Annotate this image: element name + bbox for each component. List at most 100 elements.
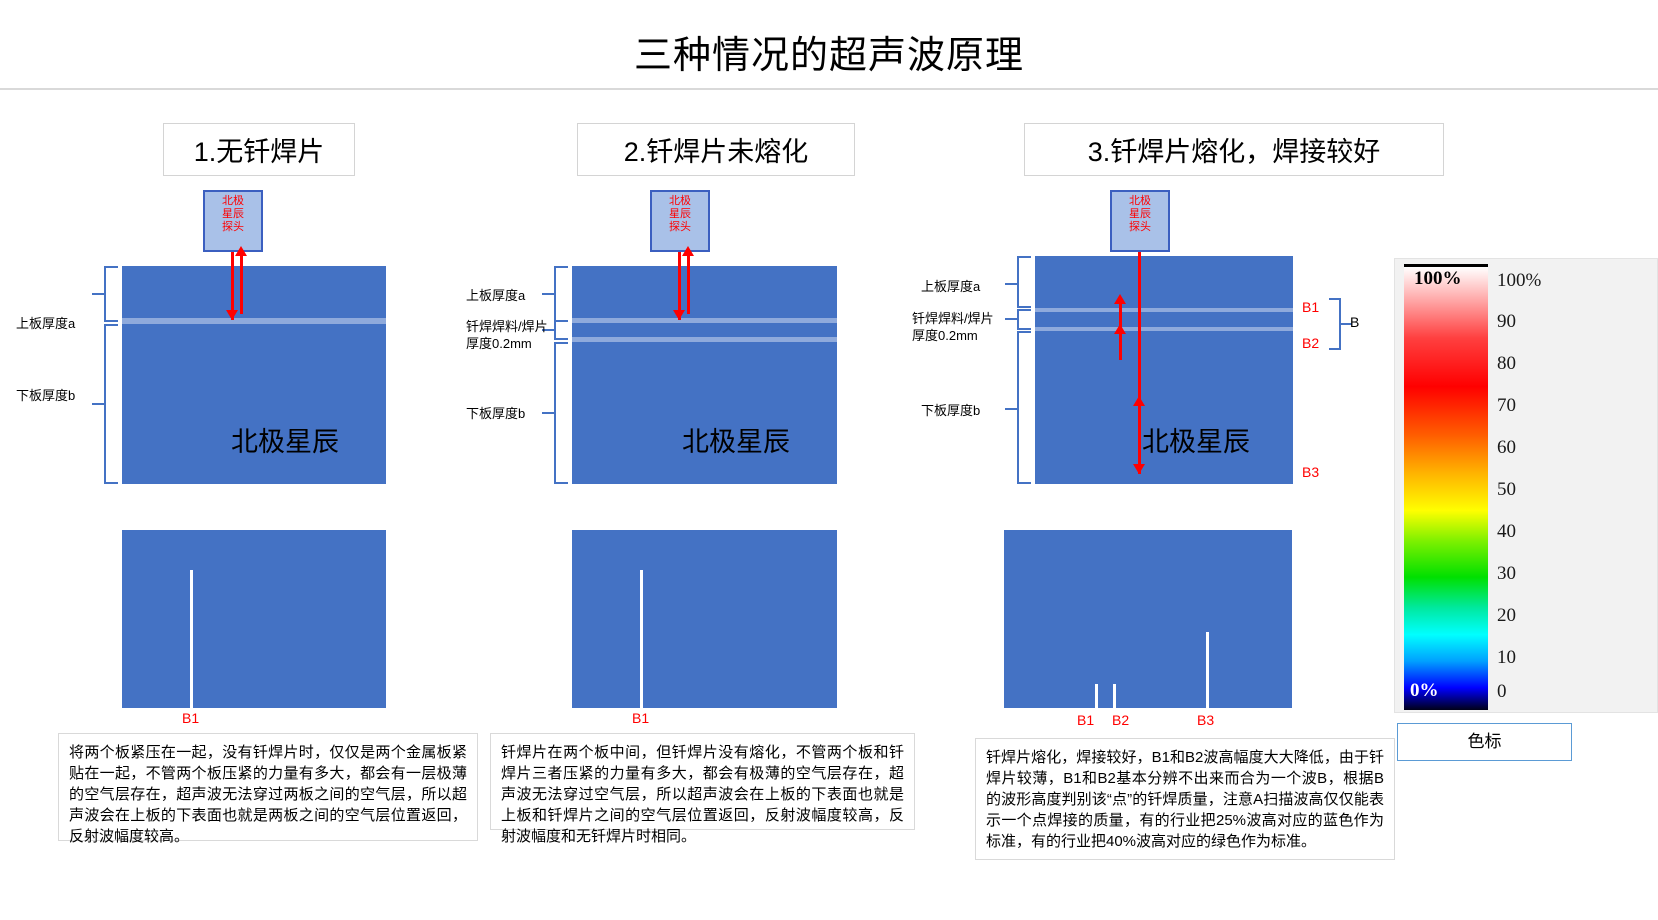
panel-3-ascan-label-b2: B2 xyxy=(1112,712,1130,728)
panel-2-bracket-lower-tick xyxy=(542,412,556,414)
panel-1-lower-plate xyxy=(122,324,386,484)
probe-line: 北极 xyxy=(1129,195,1151,207)
panel-3-lower-plate xyxy=(1035,331,1293,484)
panel-2-ascan-echo-b1 xyxy=(640,570,643,708)
panel-1-label-upper: 上板厚度a xyxy=(16,316,76,331)
panel-3-ascan-echo-b3 xyxy=(1206,632,1209,708)
panel-1-bracket-upper xyxy=(104,266,118,322)
colorscale-tick: 90 xyxy=(1497,311,1516,332)
panel-1-label-lower: 下板厚度b xyxy=(16,388,76,403)
panel-3-echo-b1-arrow xyxy=(1114,294,1126,304)
panel-2-bracket-upper-tick xyxy=(542,293,556,295)
panel-2-lower-plate xyxy=(572,342,837,484)
panel-3-label-braze-line1: 钎焊焊料/焊片 xyxy=(912,311,994,326)
panel-1-bracket-lower xyxy=(104,324,118,484)
colorscale-tick: 40 xyxy=(1497,521,1516,542)
panel-2-beam-arrow-down xyxy=(673,310,685,320)
panel-2-seam-bottom xyxy=(572,337,837,342)
panel-2-label-braze-line1: 钎焊焊料/焊片 xyxy=(466,319,548,334)
panel-1-interface-seam xyxy=(122,318,386,324)
panel-3-bracket-lower xyxy=(1017,331,1031,484)
colorscale-tick: 10 xyxy=(1497,647,1516,668)
page-title: 三种情况的超声波原理 xyxy=(633,35,1024,77)
panel-3-echo-b1-line xyxy=(1119,300,1122,330)
panel-2-braze-layer xyxy=(572,323,837,337)
panel-2-echo-arrow-up xyxy=(682,246,694,256)
panel-2-seam-top xyxy=(572,318,837,323)
probe-line: 星辰 xyxy=(669,208,691,220)
panel-2-ascan xyxy=(572,530,837,708)
colorscale-bottom-caption: 0% xyxy=(1410,680,1439,701)
panel-2-label-lower: 下板厚度b xyxy=(466,406,526,421)
panel-3-seam-bottom xyxy=(1035,327,1293,331)
panel-1-watermark: 北极星辰 xyxy=(231,427,339,457)
panel-2-bracket-upper xyxy=(554,266,568,322)
panel-2-bracket-braze-tick xyxy=(542,329,556,331)
panel-3-bracket-lower-tick xyxy=(1005,408,1019,410)
panel-3-side-label-b3: B3 xyxy=(1302,464,1320,480)
panel-2-echo-line xyxy=(687,252,690,314)
panel-2-beam-line xyxy=(678,252,681,320)
panel-1-echo-line xyxy=(240,252,243,314)
panel-3-group-bracket-tick xyxy=(1340,323,1352,325)
probe-line: 北极 xyxy=(222,195,244,207)
panel-3-side-label-b1: B1 xyxy=(1302,299,1320,315)
colorscale-button[interactable]: 色标 xyxy=(1397,723,1572,761)
panel-3-label-braze-line2: 厚度0.2mm xyxy=(912,328,978,343)
panel-1-upper-plate xyxy=(122,266,386,318)
colorscale-tick: 20 xyxy=(1497,605,1516,626)
panel-2-watermark: 北极星辰 xyxy=(682,427,790,457)
colorscale-tick: 60 xyxy=(1497,437,1516,458)
probe-line: 探头 xyxy=(1129,221,1151,233)
panel-3-echo-b2-arrow xyxy=(1114,324,1126,334)
colorscale-tick: 100% xyxy=(1497,270,1542,291)
panel-3-seam-top xyxy=(1035,308,1293,312)
panel-3-ascan-label-b3: B3 xyxy=(1197,712,1215,728)
panel-3-bracket-upper xyxy=(1017,256,1031,308)
colorscale-tick: 70 xyxy=(1497,395,1516,416)
panel-3-bracket-braze-tick xyxy=(1005,318,1019,320)
panel-2-probe: 北极 星辰 探头 xyxy=(650,190,710,252)
panel-3-ascan xyxy=(1004,530,1292,708)
panel-3-ascan-echo-b1 xyxy=(1095,684,1098,708)
panel-2-bracket-braze xyxy=(554,320,568,340)
panel-3-label-braze: 钎焊焊料/焊片厚度0.2mm xyxy=(912,310,994,344)
panel-2-ascan-echo-label: B1 xyxy=(632,710,650,726)
panel-1-caption: 将两个板紧压在一起，没有钎焊片时，仅仅是两个金属板紧贴在一起，不管两个板压紧的力… xyxy=(58,733,478,845)
panel-3-ascan-echo-b2 xyxy=(1113,684,1116,708)
panel-3-side-label-b2: B2 xyxy=(1302,335,1320,351)
panel-1-echo-arrow-up xyxy=(235,246,247,256)
panel-1-bracket-lower-tick xyxy=(92,403,106,405)
panel-2-caption: 钎焊片在两个板中间，但钎焊片没有熔化，不管两个板和钎焊片三者压紧的力量有多大，都… xyxy=(490,733,915,845)
panel-3-backwall-arrow-up xyxy=(1133,396,1145,406)
panel-3-upper-plate xyxy=(1035,256,1293,308)
colorscale-tick: 50 xyxy=(1497,479,1516,500)
panel-2-label-upper: 上板厚度a xyxy=(466,288,526,303)
panel-1-bracket-upper-tick xyxy=(92,293,106,295)
panel-3-beam-line xyxy=(1138,252,1141,474)
panel-2-label-braze-line2: 厚度0.2mm xyxy=(466,336,532,351)
panel-3-bracket-upper-tick xyxy=(1005,283,1019,285)
probe-line: 探头 xyxy=(222,221,244,233)
panel-1-ascan-echo-b1 xyxy=(190,570,193,708)
probe-line: 探头 xyxy=(669,221,691,233)
colorscale-gradient-bar xyxy=(1404,264,1488,710)
panel-3-ascan-label-b1: B1 xyxy=(1077,712,1095,728)
panel-1-beam-arrow-down xyxy=(226,310,238,320)
panel-3-probe: 北极 星辰 探头 xyxy=(1110,190,1170,252)
panel-1-heading: 1.无钎焊片 xyxy=(163,123,355,176)
panel-2-bracket-lower xyxy=(554,342,568,484)
panel-3-backwall-echo-line xyxy=(1138,400,1141,474)
panel-3-echo-b2-line xyxy=(1119,330,1122,360)
panel-1-beam-line xyxy=(231,252,234,320)
panel-1-ascan-echo-label: B1 xyxy=(182,710,200,726)
panel-2-upper-plate xyxy=(572,266,837,318)
panel-3-watermark: 北极星辰 xyxy=(1142,427,1250,457)
panel-2-label-braze: 钎焊焊料/焊片厚度0.2mm xyxy=(466,318,548,352)
probe-line: 北极 xyxy=(669,195,691,207)
colorscale-tick: 0 xyxy=(1497,681,1507,702)
panel-3-bracket-braze xyxy=(1017,309,1031,330)
panel-3-group-label: B xyxy=(1350,314,1360,330)
panel-3-caption: 钎焊片熔化，焊接较好，B1和B2波高幅度大大降低，由于钎焊片较薄，B1和B2基本… xyxy=(975,738,1395,860)
panel-1-ascan xyxy=(122,530,386,708)
